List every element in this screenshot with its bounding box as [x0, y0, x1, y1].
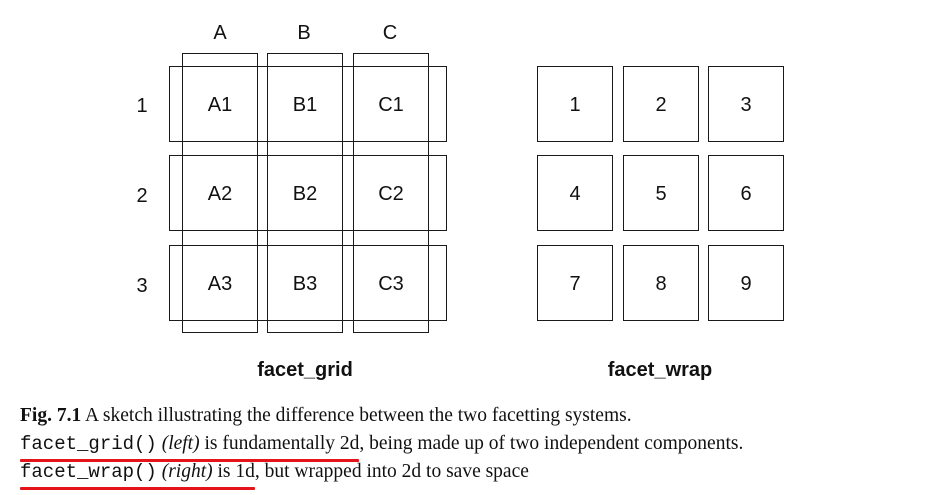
left-note: (left): [161, 433, 200, 454]
grid-column-strip-c: [353, 53, 429, 333]
wrap-cell-1: 1: [569, 94, 581, 116]
wrap-cell-2: 2: [655, 94, 667, 116]
wrap-panel-6: [708, 155, 784, 231]
grid-row-header-3: 3: [136, 275, 148, 297]
wrap-cell-8: 8: [655, 273, 667, 295]
grid-col-header-b: B: [297, 22, 311, 44]
grid-cell-c1: C1: [378, 94, 404, 116]
grid-cell-b1: B1: [292, 94, 318, 116]
wrap-cell-9: 9: [740, 273, 752, 295]
grid-row-strip-3: [169, 245, 447, 321]
grid-cell-a1: A1: [207, 94, 233, 116]
grid-row-header-1: 1: [136, 95, 148, 117]
grid-cell-b2: B2: [292, 183, 318, 205]
grid-description: is fundamentally 2d: [204, 433, 360, 454]
grid-row-strip-2: [169, 155, 447, 231]
wrap-panel-1: [537, 66, 613, 142]
grid-row-strip-1: [169, 66, 447, 142]
figure-label: Fig. 7.1: [20, 405, 82, 426]
facet-wrap-highlight: facet_wrap() (right) is 1d: [20, 458, 255, 490]
caption-line-3: facet_wrap() (right) is 1d , but wrapped…: [20, 458, 905, 490]
wrap-panel-4: [537, 155, 613, 231]
grid-cell-c3: C3: [378, 273, 404, 295]
caption-line-1: Fig. 7.1 A sketch illustrating the diffe…: [20, 402, 905, 430]
red-underline-grid: [20, 459, 360, 462]
wrap-cell-6: 6: [740, 183, 752, 205]
wrap-cell-7: 7: [569, 273, 581, 295]
grid-cell-a2: A2: [207, 183, 233, 205]
wrap-panel-8: [623, 245, 699, 321]
grid-col-header-c: C: [382, 22, 398, 44]
wrap-panel-2: [623, 66, 699, 142]
caption-line-1-text: A sketch illustrating the difference bet…: [85, 405, 632, 426]
wrap-cell-4: 4: [569, 183, 581, 205]
wrap-cell-3: 3: [740, 94, 752, 116]
red-underline-wrap: [20, 487, 255, 490]
facet-wrap-title: facet_wrap: [607, 359, 713, 381]
wrap-panel-5: [623, 155, 699, 231]
wrap-cell-5: 5: [655, 183, 667, 205]
caption-line-2: facet_grid() (left) is fundamentally 2d …: [20, 430, 905, 462]
figure-caption: Fig. 7.1 A sketch illustrating the diffe…: [20, 402, 905, 490]
grid-cell-a3: A3: [207, 273, 233, 295]
facet-grid-title: facet_grid: [257, 359, 353, 381]
caption-line-2-tail: , being made up of two independent compo…: [359, 433, 744, 454]
grid-row-header-2: 2: [136, 185, 148, 207]
grid-col-header-a: A: [213, 22, 227, 44]
facet-grid-code: facet_grid(): [20, 433, 157, 455]
wrap-panel-3: [708, 66, 784, 142]
grid-column-strip-a: [182, 53, 258, 333]
wrap-panel-7: [537, 245, 613, 321]
facet-wrap-code: facet_wrap(): [20, 461, 157, 483]
wrap-description: is 1d: [217, 461, 255, 482]
grid-cell-c2: C2: [378, 183, 404, 205]
facet-grid-highlight: facet_grid() (left) is fundamentally 2d: [20, 430, 360, 462]
wrap-panel-9: [708, 245, 784, 321]
caption-line-3-tail: , but wrapped into 2d to save space: [254, 461, 529, 482]
right-note: (right): [161, 461, 213, 482]
grid-cell-b3: B3: [292, 273, 318, 295]
grid-column-strip-b: [267, 53, 343, 333]
